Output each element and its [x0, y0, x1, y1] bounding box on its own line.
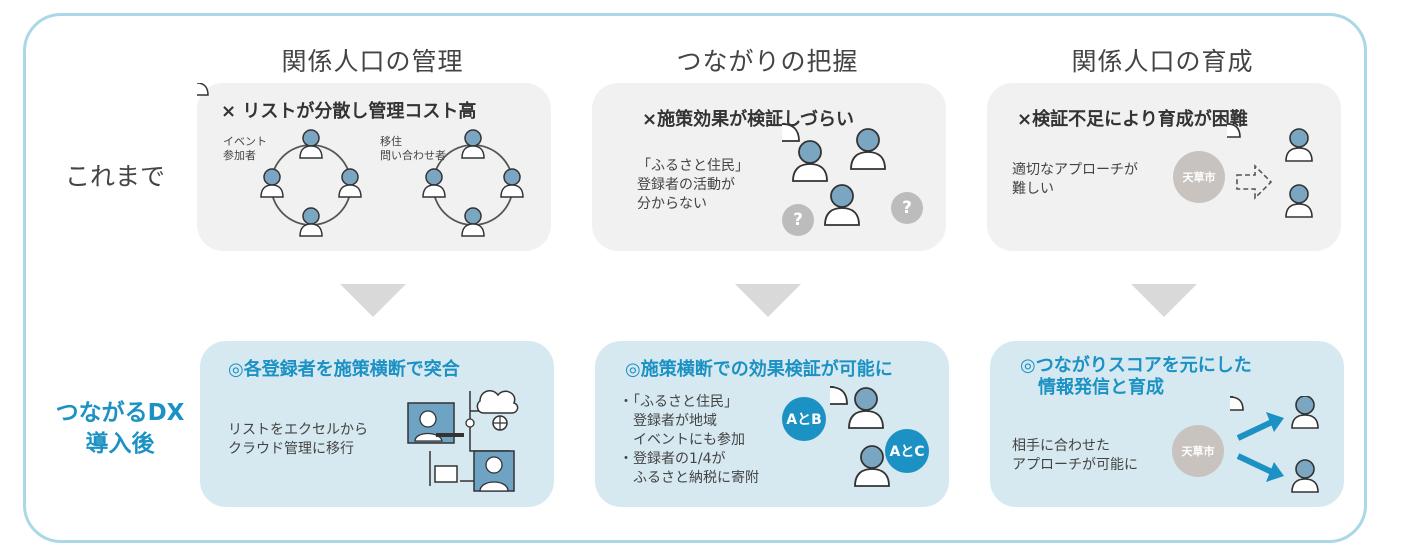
person-network-diagram — [197, 83, 524, 237]
column-title-connection: つながりの把握 — [676, 47, 859, 76]
after-connection-text-line-3: イベントにも参加 — [619, 432, 745, 448]
bubble-a-and-b: AとB — [782, 397, 826, 441]
before-box-management: × リストが分散し管理コスト高 イベント 参加者 移住 問い合わせ者 — [197, 83, 551, 251]
group-migration-label-line-2: 問い合わせ者 — [380, 149, 446, 162]
down-arrow-1 — [340, 284, 406, 317]
after-connection-text-line-4: ・登録者の1/4が — [619, 451, 726, 467]
after-box-connection-title: ◎施策横断での効果検証が可能に — [625, 359, 893, 380]
after-box-connection: ◎施策横断での効果検証が可能に ・「ふるさと住民」 登録者が地域 イベントにも参… — [595, 341, 949, 507]
column-title-development: 関係人口の育成 — [1071, 47, 1254, 76]
bubble-a-and-c: AとC — [885, 429, 929, 473]
group-event-label-line-2: 参加者 — [223, 149, 256, 162]
after-box-management: ◎各登録者を施策横断で突合 リストをエクセルから クラウド管理に移行 — [200, 341, 554, 507]
after-box-management-text: リストをエクセルから クラウド管理に移行 — [228, 421, 368, 459]
after-box-development: ◎つながりスコアを元にした 情報発信と育成 相手に合わせた アプローチが可能に … — [990, 341, 1344, 507]
question-bubble-right: ? — [891, 192, 923, 224]
after-management-text-line-1: リストをエクセルから — [228, 422, 368, 438]
before-connection-text-line-1: 「ふるさと住民」 — [637, 158, 749, 174]
group-migration-label-line-1: 移住 — [380, 135, 402, 148]
down-arrow-2 — [735, 284, 801, 317]
outer-frame — [23, 13, 1367, 543]
row-label-after: つながるDX 導入後 — [40, 398, 200, 460]
after-development-text-line-1: 相手に合わせた — [1012, 438, 1110, 454]
question-bubble-left: ? — [782, 204, 814, 236]
before-box-connection-text: 「ふるさと住民」 登録者の活動が 分からない — [637, 157, 749, 214]
row-label-after-line-2: 導入後 — [85, 431, 155, 457]
dashed-arrow-and-people-icon — [1227, 123, 1313, 218]
before-box-development-title: ×検証不足により育成が困難 — [1017, 109, 1248, 130]
before-box-connection: ×施策効果が検証しづらい 「ふるさと住民」 登録者の活動が 分からない ? ? — [592, 83, 946, 251]
before-connection-text-line-3: 分からない — [637, 196, 707, 212]
after-box-development-title: ◎つながりスコアを元にした 情報発信と育成 — [1020, 355, 1252, 399]
city-circle-before: 天草市 — [1173, 151, 1225, 203]
after-connection-text-line-2: 登録者が地域 — [619, 413, 717, 429]
after-box-connection-text: ・「ふるさと住民」 登録者が地域 イベントにも参加 ・登録者の1/4が ふるさと… — [619, 393, 759, 488]
before-box-development-text: 適切なアプローチが 難しい — [1012, 161, 1138, 199]
group-event-label-line-1: イベント — [223, 135, 267, 148]
after-management-text-line-2: クラウド管理に移行 — [228, 441, 354, 457]
before-box-connection-title: ×施策効果が検証しづらい — [642, 109, 855, 130]
column-title-management: 関係人口の管理 — [281, 47, 464, 76]
people-group-icon — [782, 123, 886, 226]
before-development-text-line-1: 適切なアプローチが — [1012, 162, 1138, 178]
after-connection-text-line-5: ふるさと納税に寄附 — [619, 470, 759, 486]
group-migration-label: 移住 問い合わせ者 — [380, 135, 446, 163]
cloud-management-illustration — [407, 390, 519, 492]
before-box-development: ×検証不足により育成が困難 適切なアプローチが 難しい 天草市 — [987, 83, 1341, 251]
row-label-before: これまで — [65, 162, 166, 191]
after-box-development-text: 相手に合わせた アプローチが可能に — [1012, 437, 1138, 475]
blue-arrows-people-icon — [1230, 396, 1319, 493]
after-connection-text-line-1: ・「ふるさと住民」 — [619, 394, 738, 410]
after-development-title-line-2: 情報発信と育成 — [1038, 377, 1164, 398]
before-development-text-line-2: 難しい — [1012, 181, 1054, 197]
down-arrow-3 — [1131, 284, 1197, 317]
row-label-after-line-1: つながるDX — [55, 400, 185, 426]
before-connection-text-line-2: 登録者の活動が — [637, 177, 735, 193]
people-pair-icon — [830, 386, 890, 487]
city-circle-after: 天草市 — [1172, 425, 1224, 477]
group-event-label: イベント 参加者 — [223, 135, 267, 163]
after-development-text-line-2: アプローチが可能に — [1012, 457, 1138, 473]
after-development-title-line-1: ◎つながりスコアを元にした — [1020, 355, 1252, 376]
before-box-management-title: × リストが分散し管理コスト高 — [221, 101, 477, 122]
after-box-management-title: ◎各登録者を施策横断で突合 — [228, 359, 460, 380]
